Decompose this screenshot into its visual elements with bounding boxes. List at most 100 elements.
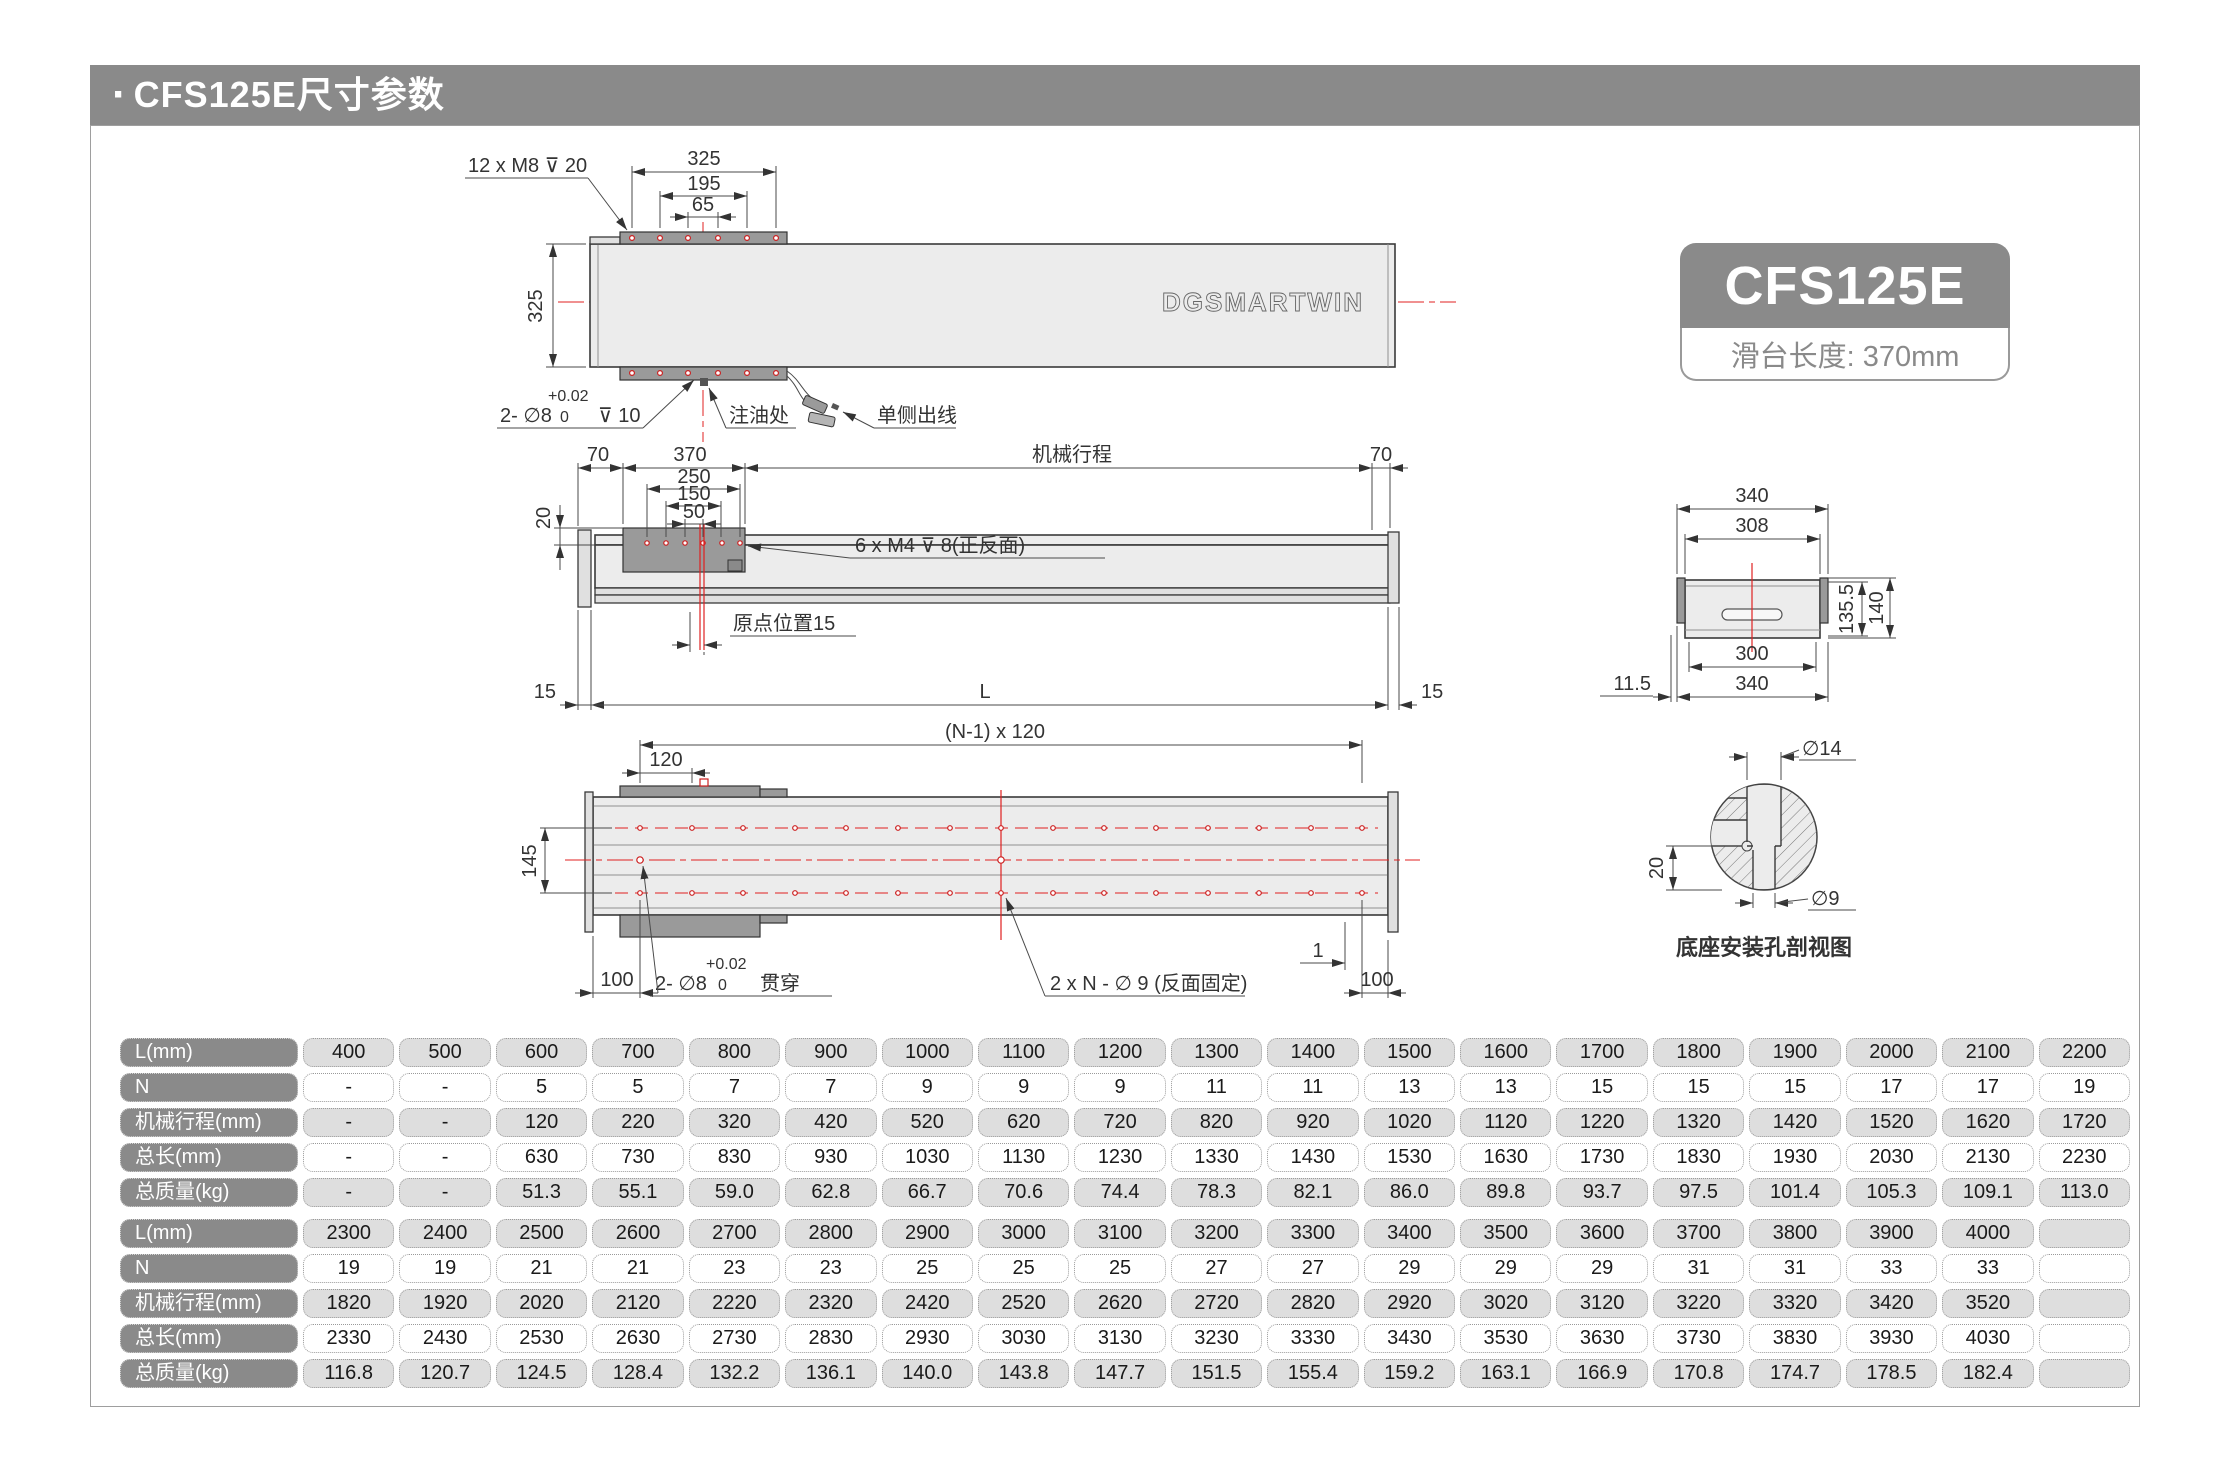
table-cell: 93.7 xyxy=(1556,1178,1648,1207)
table-cell: 5 xyxy=(495,1073,588,1102)
table-cell: 500 xyxy=(399,1038,491,1067)
table-cell: 159.2 xyxy=(1363,1359,1456,1388)
table-cell: 2630 xyxy=(592,1324,684,1353)
table-cell: 3420 xyxy=(1845,1289,1938,1318)
hole-callout: 2 x N - ∅ 9 (反面固定) xyxy=(1050,972,1247,995)
table-cell: 2600 xyxy=(592,1219,684,1248)
dim-label: 15 xyxy=(534,681,556,703)
top-view-drawing: 325 195 65 12 x M8 ⊽ 20 325 2- ∅8 0 +0.0… xyxy=(465,148,1456,442)
dim-label: 100 xyxy=(1360,969,1393,991)
table-cell: 4030 xyxy=(1942,1324,2034,1353)
table-row-label: N xyxy=(120,1254,298,1283)
table-cell: 21 xyxy=(592,1254,684,1283)
table-cell: 1020 xyxy=(1363,1108,1456,1137)
table-cell: 2020 xyxy=(495,1289,588,1318)
pin-through: 贯穿 xyxy=(760,972,800,995)
dim-label: 11.5 xyxy=(1614,673,1651,695)
table-row-label: 机械行程(mm) xyxy=(120,1108,298,1137)
dim-label: 145 xyxy=(519,844,541,877)
dim-label: 370 xyxy=(673,444,706,466)
table-cell: 13 xyxy=(1460,1073,1552,1102)
table-cell: 820 xyxy=(1170,1108,1263,1137)
table-cell: 2530 xyxy=(495,1324,588,1353)
dim-label: 70 xyxy=(1370,444,1392,466)
dim-label: 308 xyxy=(1735,515,1768,537)
dim-label: 300 xyxy=(1735,643,1768,665)
table-cell: 23 xyxy=(785,1254,877,1283)
table-cell: 19 xyxy=(2038,1073,2130,1102)
table-cell: 170.8 xyxy=(1652,1359,1745,1388)
table-cell: 97.5 xyxy=(1652,1178,1745,1207)
table-cell: 124.5 xyxy=(495,1359,588,1388)
table-cell: 400 xyxy=(303,1038,395,1067)
table-cell: 420 xyxy=(785,1108,877,1137)
oil-port-label: 注油处 xyxy=(729,404,789,427)
table-cell: 600 xyxy=(495,1038,588,1067)
table-cell: 2330 xyxy=(303,1324,395,1353)
table-cell: 2900 xyxy=(881,1219,973,1248)
dim-label: L xyxy=(979,681,990,703)
table-cell: 800 xyxy=(688,1038,781,1067)
bottom-view-drawing: (N-1) x 120 120 145 100 2- ∅8 0 +0.02 贯穿… xyxy=(519,721,1420,998)
table-cell: 132.2 xyxy=(688,1359,781,1388)
table-cell: 620 xyxy=(977,1108,1070,1137)
table-row-label: L(mm) xyxy=(120,1038,298,1067)
table-cell: 3020 xyxy=(1460,1289,1552,1318)
table-cell: 1800 xyxy=(1652,1038,1745,1067)
table-cell: 3100 xyxy=(1074,1219,1166,1248)
table-cell: 1730 xyxy=(1556,1143,1648,1172)
table-cell: 3130 xyxy=(1074,1324,1166,1353)
table-cell: 29 xyxy=(1363,1254,1456,1283)
table-cell: 9 xyxy=(977,1073,1070,1102)
table-cell: 2700 xyxy=(688,1219,781,1248)
table-cell: 143.8 xyxy=(977,1359,1070,1388)
table-row-label: 总长(mm) xyxy=(120,1324,298,1353)
table-cell: 2300 xyxy=(303,1219,395,1248)
table-cell: 1830 xyxy=(1652,1143,1745,1172)
table-cell: 55.1 xyxy=(592,1178,684,1207)
table-cell: 2930 xyxy=(881,1324,973,1353)
table-cell: - xyxy=(399,1143,491,1172)
table-cell: 1720 xyxy=(2038,1108,2130,1137)
table-cell: 17 xyxy=(1845,1073,1938,1102)
table-cell: 1500 xyxy=(1363,1038,1456,1067)
table-cell: 178.5 xyxy=(1845,1359,1938,1388)
table-cell: 11 xyxy=(1267,1073,1359,1102)
table-cell: 3030 xyxy=(977,1324,1070,1353)
table-cell: 3830 xyxy=(1749,1324,1841,1353)
table-cell: 25 xyxy=(1074,1254,1166,1283)
pin-callout: 2- ∅8 xyxy=(655,973,707,995)
table-cell: - xyxy=(303,1108,395,1137)
table-cell: 2430 xyxy=(399,1324,491,1353)
table-cell: 182.4 xyxy=(1942,1359,2034,1388)
dim-label: 70 xyxy=(587,444,609,466)
table-cell: 1000 xyxy=(881,1038,973,1067)
dim-label: 340 xyxy=(1735,485,1768,507)
table-cell: 174.7 xyxy=(1749,1359,1841,1388)
table-row-label: 总质量(kg) xyxy=(120,1178,298,1207)
table-cell: 62.8 xyxy=(785,1178,877,1207)
pin-tol-lower: 0 xyxy=(560,409,569,426)
table-cell: 1120 xyxy=(1460,1108,1552,1137)
table-cell: - xyxy=(399,1178,491,1207)
table-cell: 9 xyxy=(1074,1073,1166,1102)
table-cell: 1220 xyxy=(1556,1108,1648,1137)
table-cell: 21 xyxy=(495,1254,588,1283)
dim-label: 150 xyxy=(677,483,710,505)
dim-label: ∅9 xyxy=(1811,888,1840,910)
table-cell: 13 xyxy=(1363,1073,1456,1102)
table-cell: 3530 xyxy=(1460,1324,1552,1353)
table-cell: 147.7 xyxy=(1074,1359,1166,1388)
content-frame xyxy=(90,125,2140,1407)
table-cell: 136.1 xyxy=(785,1359,877,1388)
table-cell xyxy=(2038,1324,2130,1353)
slider-length: 滑台长度: 370mm xyxy=(1680,328,2010,381)
table-cell: 27 xyxy=(1267,1254,1359,1283)
table-row-label: L(mm) xyxy=(120,1219,298,1248)
section-view-drawing: 340 308 135.5 140 300 340 11.5 xyxy=(1600,485,1896,702)
page-title-bar: ·CFS125E尺寸参数 xyxy=(90,65,2140,125)
